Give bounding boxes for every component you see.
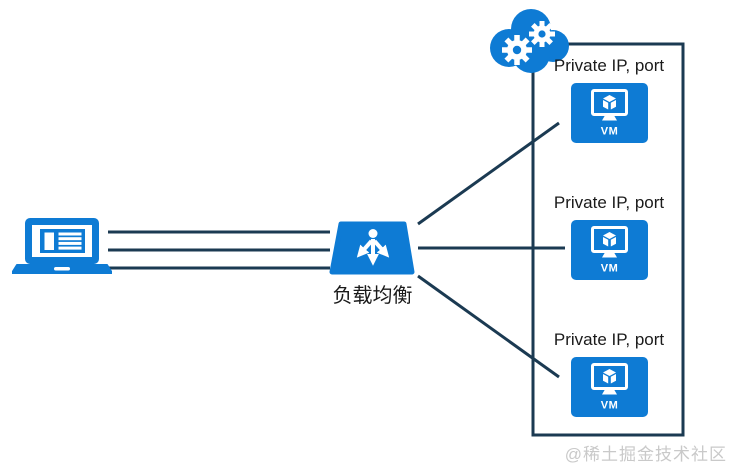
- load-balancer-label: 负载均衡: [332, 285, 413, 307]
- lb-wire-vm3: [417, 274, 560, 379]
- vm-private-ip-label: Private IP, port: [553, 56, 665, 75]
- laptop-icon: [12, 218, 112, 274]
- load-balancer-icon: [329, 221, 415, 275]
- vm-icon: VM: [570, 357, 648, 417]
- vm-node: Private IP, port VM: [534, 329, 684, 418]
- vm-node: Private IP, port VM: [534, 192, 684, 281]
- cloud-gears-icon: [490, 9, 569, 73]
- vm-badge-text: VM: [600, 400, 618, 412]
- backend-pool-border: [531, 42, 685, 437]
- vm-badge-text: VM: [600, 263, 618, 275]
- vm-node: Private IP, port VM: [534, 55, 684, 144]
- vm-badge-text: VM: [600, 126, 618, 138]
- load-balancer-node: 负载均衡: [325, 215, 420, 307]
- vm-icon: VM: [570, 220, 648, 280]
- vm-private-ip-label: Private IP, port: [553, 330, 665, 349]
- vm-icon: VM: [570, 83, 648, 143]
- watermark: @稀土掘金技术社区: [564, 445, 727, 464]
- vm-private-ip-label: Private IP, port: [553, 193, 665, 212]
- lb-wire-vm1: [417, 121, 560, 226]
- gear-icon: [529, 21, 555, 47]
- gear-icon: [502, 35, 532, 65]
